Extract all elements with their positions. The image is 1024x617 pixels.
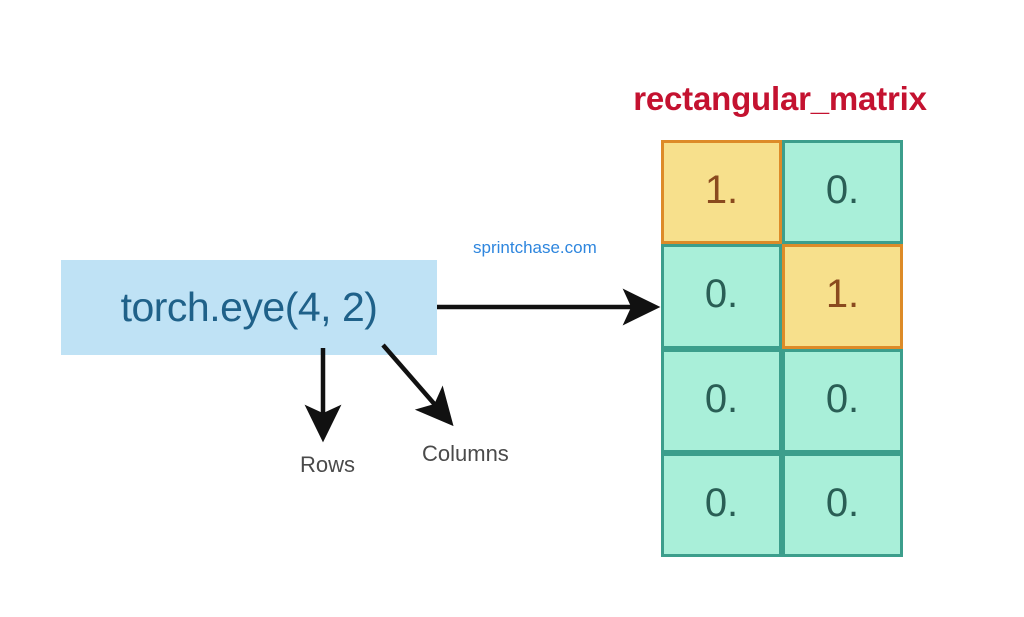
cell-value: 0.	[825, 168, 860, 213]
code-expression-box: torch.eye(4, 2)	[61, 260, 437, 355]
cell-value: 1.	[825, 272, 860, 317]
columns-annotation-label: Columns	[422, 441, 509, 466]
matrix-cell-r0c0: 1.	[661, 140, 782, 245]
cell-value: 0.	[825, 376, 860, 421]
matrix-title: rectangular_matrix	[633, 80, 927, 117]
matrix-cell-r3c0: 0.	[661, 452, 782, 557]
matrix-cell-r2c0: 0.	[661, 348, 782, 453]
matrix-cell-r1c1: 1.	[782, 244, 903, 349]
rows-annotation-label: Rows	[300, 452, 356, 477]
cell-value: 0.	[704, 480, 739, 525]
cell-value: 0.	[704, 272, 739, 317]
cell-value: 0.	[704, 376, 739, 421]
cell-value: 1.	[704, 168, 739, 213]
arrow-to-columns	[381, 343, 454, 427]
matrix-grid: 1. 0. 0. 1. 0. 0. 0. 0.	[661, 140, 903, 557]
cell-value: 0.	[825, 480, 860, 525]
matrix-cell-r3c1: 0.	[782, 452, 903, 557]
matrix-cell-r1c0: 0.	[661, 244, 782, 349]
matrix-cell-r2c1: 0.	[782, 348, 903, 453]
matrix-cell-r0c1: 0.	[782, 140, 903, 245]
watermark-text: sprintchase.com	[473, 238, 597, 257]
code-expression-text: torch.eye(4, 2)	[120, 284, 378, 330]
